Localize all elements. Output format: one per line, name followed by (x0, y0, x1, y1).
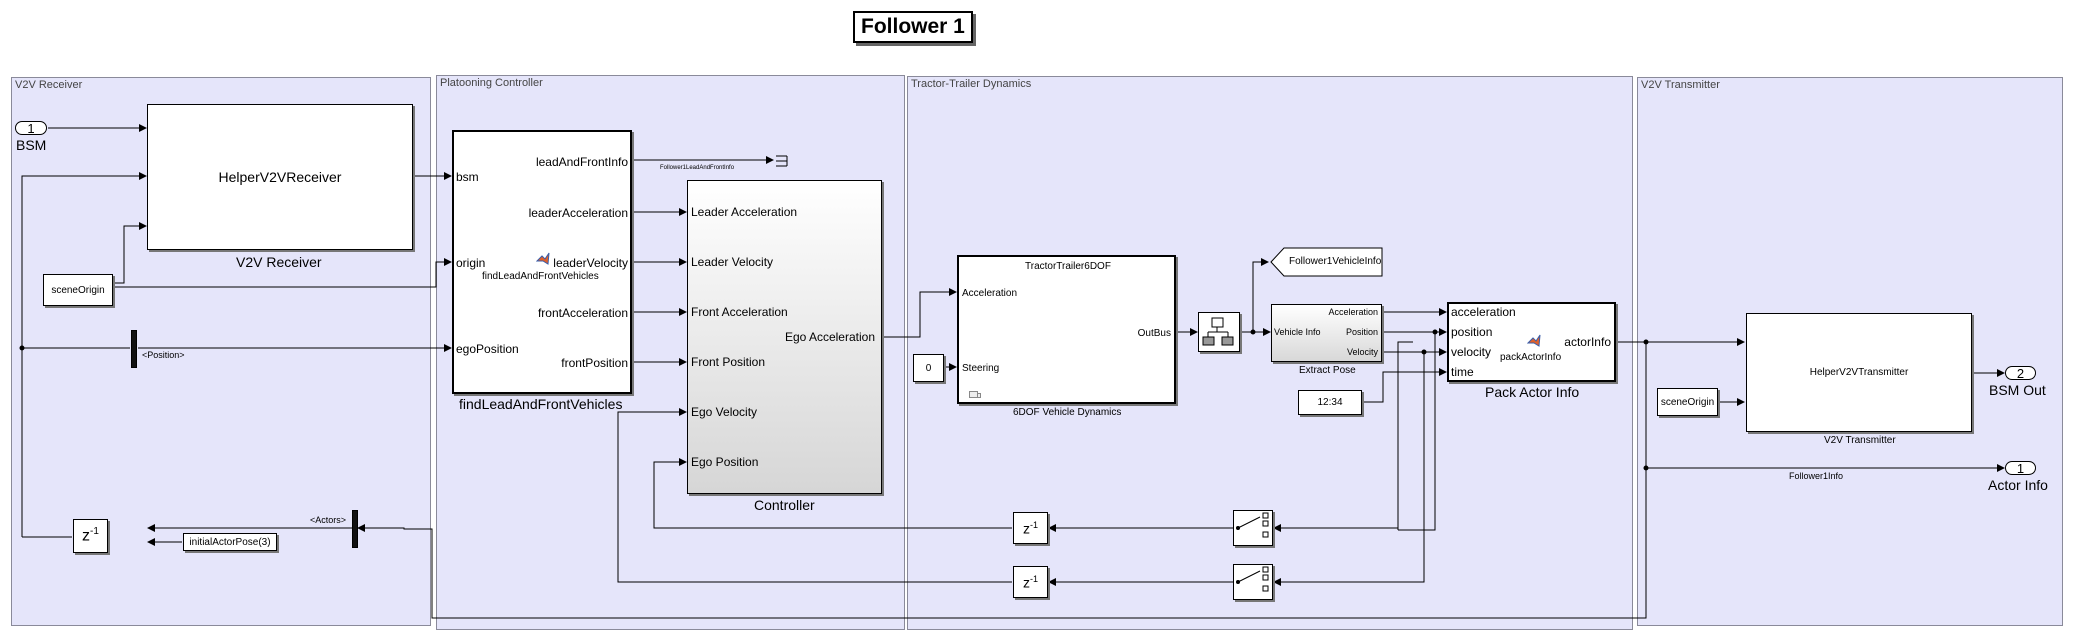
input-port-origin: origin (456, 256, 486, 270)
unit-delay-position[interactable]: z-1 (1013, 512, 1048, 544)
extract-pose-input-label: Vehicle Info (1274, 327, 1321, 337)
actor-info-number: 1 (2016, 461, 2025, 476)
initial-actor-pose-constant[interactable]: initialActorPose(3) (183, 533, 277, 551)
controller-caption: Controller (754, 497, 815, 513)
extract-pose-output-velocity: Velocity (1346, 347, 1378, 357)
v2v-transmitter-block-name: HelperV2VTransmitter (1809, 367, 1909, 378)
extract-pose-output-acceleration: Acceleration (1328, 307, 1378, 317)
matlab-icon (535, 252, 550, 266)
vehicle-input-acceleration: Acceleration (962, 288, 1018, 299)
vehicle-output-outbus: OutBus (1137, 328, 1171, 339)
v2v-receiver-block[interactable]: HelperV2VReceiver (147, 104, 413, 250)
controller-input-leader-acceleration: Leader Acceleration (691, 205, 798, 219)
controller-input-front-position: Front Position (691, 355, 766, 369)
pack-output-actor-info: actorInfo (1564, 335, 1611, 349)
find-lead-caption: findLeadAndFrontVehicles (459, 396, 623, 412)
position-selector-label: <Position> (142, 350, 185, 360)
bus-selector[interactable] (1198, 312, 1240, 352)
controller-input-front-acceleration: Front Acceleration (691, 305, 788, 319)
unit-delay-velocity[interactable]: z-1 (1013, 566, 1048, 598)
find-lead-front-block[interactable]: bsm origin egoPosition leadAndFrontInfo … (452, 130, 632, 394)
area-label: V2V Transmitter (1641, 79, 1720, 91)
clock-block[interactable]: 12:34 (1298, 390, 1362, 415)
initial-actor-pose-label: initialActorPose(3) (189, 536, 271, 548)
extract-pose-block[interactable]: Vehicle Info Acceleration Position Veloc… (1271, 304, 1382, 362)
actors-selector-label: <Actors> (310, 515, 347, 525)
pack-actor-info-block[interactable]: acceleration position velocity time acto… (1447, 302, 1616, 382)
area-label: Platooning Controller (440, 77, 543, 89)
input-port-ego-position: egoPosition (456, 342, 519, 356)
extract-pose-caption: Extract Pose (1299, 365, 1356, 376)
switch-icon (1236, 512, 1269, 538)
area-label: V2V Receiver (15, 79, 83, 91)
steering-constant-value: 0 (925, 362, 932, 374)
output-port-front-position: frontPosition (561, 356, 628, 370)
scene-origin-constant[interactable]: sceneOrigin (43, 274, 113, 306)
clock-value: 12:34 (1317, 397, 1343, 408)
unit-delay-label: z-1 (1022, 573, 1038, 591)
actors-selector[interactable] (352, 510, 358, 548)
pack-input-position: position (1451, 325, 1493, 339)
unit-delay-actors[interactable]: z-1 (73, 519, 108, 553)
v2v-receiver-block-name: HelperV2VReceiver (218, 169, 342, 185)
actor-info-outport[interactable]: 1 (2005, 461, 2036, 476)
matlab-icon (1526, 334, 1541, 348)
pack-inner-name: packActorInfo (1500, 352, 1562, 363)
controller-input-ego-position: Ego Position (691, 455, 759, 469)
switch-icon (1236, 566, 1269, 592)
switch-position[interactable] (1233, 510, 1273, 546)
scope-label: Follower1LeadAndFrontInfo (660, 165, 735, 171)
pack-actor-info-caption: Pack Actor Info (1485, 384, 1580, 400)
truck-icon (969, 387, 981, 398)
model-title: Follower 1 (853, 11, 973, 43)
output-port-leader-acceleration: leaderAcceleration (528, 206, 628, 220)
bsm-out-number: 2 (2016, 366, 2025, 381)
bsm-out-outport[interactable]: 2 (2005, 366, 2036, 381)
position-selector[interactable] (131, 330, 137, 368)
find-lead-inner-name: findLeadAndFrontVehicles (482, 271, 599, 282)
steering-constant[interactable]: 0 (913, 354, 944, 382)
controller-input-leader-velocity: Leader Velocity (691, 255, 774, 269)
pack-input-time: time (1451, 365, 1474, 379)
output-port-front-acceleration: frontAcceleration (537, 306, 628, 320)
bsm-inport-label: BSM (16, 137, 47, 153)
unit-delay-label: z-1 (1022, 519, 1038, 537)
v2v-transmitter-block[interactable]: HelperV2VTransmitter (1746, 313, 1972, 432)
follower-info-signal-label: Follower1Info (1789, 471, 1844, 481)
goto-tag[interactable]: Follower1VehicleInfo (1270, 247, 1385, 277)
output-port-leader-velocity: leaderVelocity (553, 256, 628, 270)
controller-input-ego-velocity: Ego Velocity (691, 405, 758, 419)
v2v-receiver-caption: V2V Receiver (236, 254, 322, 270)
actor-info-label: Actor Info (1988, 477, 2048, 493)
output-port-lead-front-info: leadAndFrontInfo (535, 155, 628, 169)
scene-origin-label: sceneOrigin (51, 284, 105, 296)
controller-block[interactable]: Leader Acceleration Leader Velocity Fron… (687, 180, 882, 494)
pack-input-velocity: velocity (1451, 345, 1492, 359)
area-label: Tractor-Trailer Dynamics (911, 78, 1032, 90)
bsm-inport-number: 1 (27, 121, 35, 136)
bsm-out-label: BSM Out (1989, 382, 2046, 398)
bus-icon (1202, 317, 1234, 346)
input-port-bsm: bsm (456, 170, 479, 184)
switch-velocity[interactable] (1233, 564, 1273, 600)
v2v-transmitter-caption: V2V Transmitter (1824, 435, 1896, 446)
vehicle-input-steering: Steering (962, 363, 1000, 374)
transmitter-scene-origin-label: sceneOrigin (1660, 396, 1715, 408)
vehicle-block-name: TractorTrailer6DOF (1025, 261, 1111, 272)
transmitter-scene-origin[interactable]: sceneOrigin (1657, 388, 1718, 416)
vehicle-dynamics-block[interactable]: TractorTrailer6DOF Acceleration Steering… (957, 255, 1176, 404)
scope-block[interactable] (775, 154, 791, 167)
vehicle-dynamics-caption: 6DOF Vehicle Dynamics (1013, 407, 1122, 418)
goto-tag-label: Follower1VehicleInfo (1289, 256, 1382, 267)
bsm-inport[interactable]: 1 (15, 121, 47, 136)
unit-delay-label: z-1 (82, 526, 99, 545)
pack-input-acceleration: acceleration (1451, 305, 1516, 319)
controller-output-ego-acceleration: Ego Acceleration (784, 330, 875, 344)
extract-pose-output-position: Position (1345, 327, 1378, 337)
